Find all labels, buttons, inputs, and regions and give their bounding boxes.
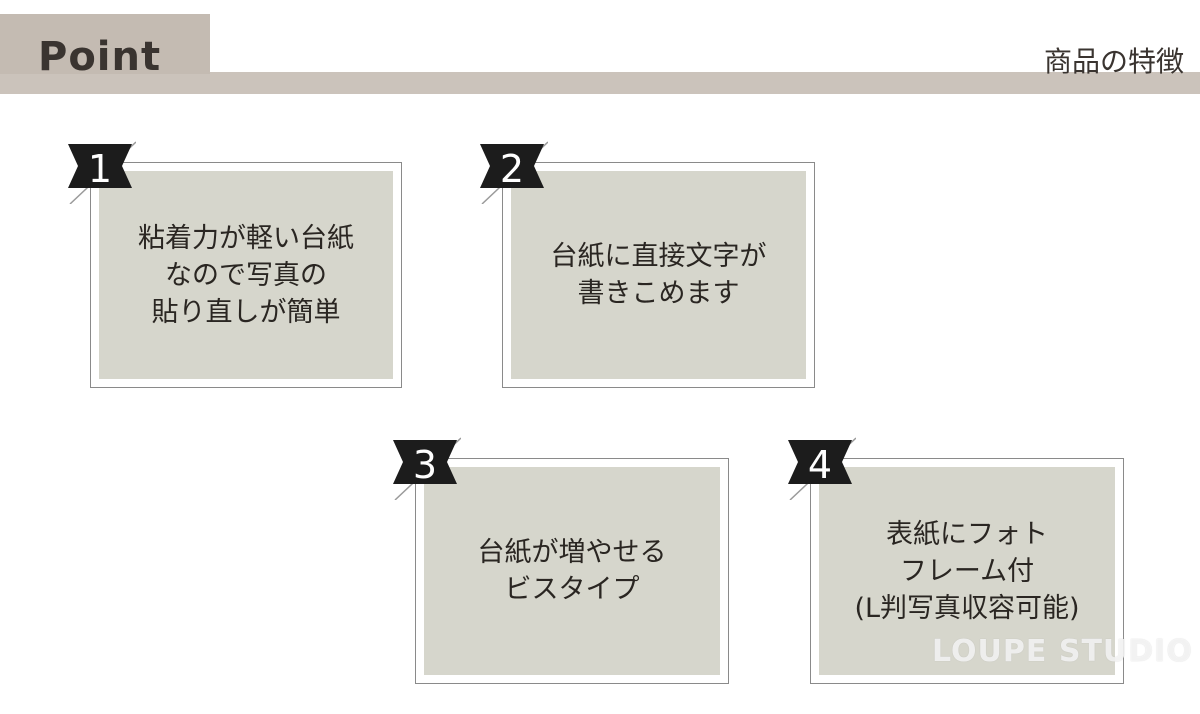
feature-card-2: 台紙に直接文字が 書きこめます <box>502 162 815 388</box>
ribbon-badge-icon <box>393 437 461 500</box>
ribbon-badge-icon <box>480 141 548 204</box>
feature-badge-3-number: 3 <box>412 443 438 487</box>
feature-badge-2-number: 2 <box>499 147 525 191</box>
feature-card-3: 台紙が増やせる ビスタイプ <box>415 458 729 684</box>
feature-card-3-text: 台紙が増やせる ビスタイプ <box>477 537 667 605</box>
ribbon-badge-icon <box>788 437 856 500</box>
feature-card-3-panel: 台紙が増やせる ビスタイプ <box>424 467 720 675</box>
feature-badge-3: 3 <box>389 434 461 500</box>
feature-card-1: 粘着力が軽い台紙 なので写真の 貼り直しが簡単 <box>90 162 402 388</box>
feature-card-2-text: 台紙に直接文字が 書きこめます <box>550 241 767 309</box>
point-label: Point <box>38 34 162 80</box>
header-bar <box>0 72 1200 94</box>
feature-badge-2: 2 <box>476 138 548 204</box>
feature-badge-4-number: 4 <box>807 443 833 487</box>
feature-card-4: 表紙にフォト フレーム付 (L判写真収容可能) <box>810 458 1124 684</box>
section-subtitle: 商品の特徴 <box>1043 45 1184 78</box>
ribbon-badge-icon <box>68 141 136 204</box>
point-tab: Point <box>0 14 210 80</box>
feature-card-1-text: 粘着力が軽い台紙 なので写真の 貼り直しが簡単 <box>138 222 354 328</box>
feature-card-2-panel: 台紙に直接文字が 書きこめます <box>511 171 806 379</box>
feature-card-4-panel: 表紙にフォト フレーム付 (L判写真収容可能) <box>819 467 1115 675</box>
feature-badge-4: 4 <box>784 434 856 500</box>
feature-badge-1: 1 <box>64 138 136 204</box>
watermark-logo: LOUPE STUDIO <box>932 634 1193 669</box>
feature-card-1-panel: 粘着力が軽い台紙 なので写真の 貼り直しが簡単 <box>99 171 393 379</box>
feature-card-4-text: 表紙にフォト フレーム付 (L判写真収容可能) <box>854 518 1080 624</box>
feature-badge-1-number: 1 <box>87 147 113 191</box>
